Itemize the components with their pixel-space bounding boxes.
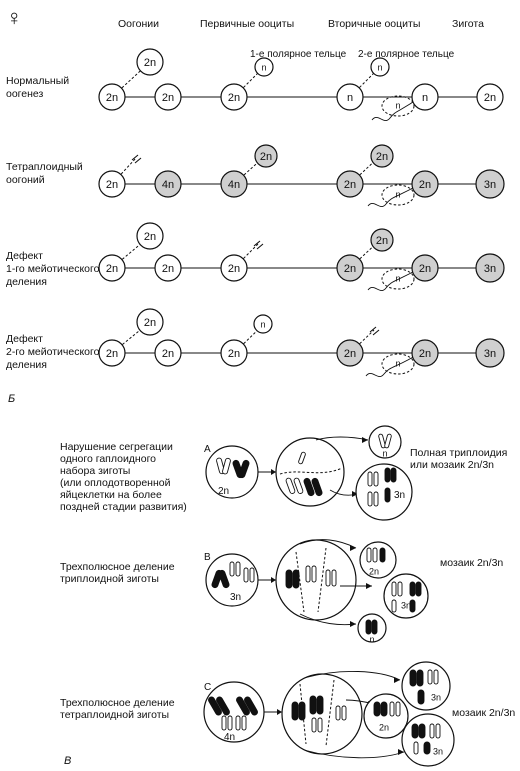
row-tetraploid: Тетраплоидный оогоний 2n 4n 4n 2n 2n 2n … (6, 144, 505, 208)
scenario-c: Трехполюсное деление тетраплоидной зигот… (60, 661, 515, 767)
section-v-label: В (64, 755, 71, 767)
row-defect-meiosis-1: Дефект 1-го мейотического деления 2n 2n … (6, 222, 505, 292)
cell-label: n (395, 273, 400, 283)
cell-label: 4n (228, 179, 240, 191)
header-primary-oocytes: Первичные ооциты (200, 18, 294, 30)
scenario-label: Трехполюсное деление (60, 561, 175, 573)
out-ploidy: n (369, 634, 374, 644)
cell-label: 2n (106, 348, 118, 360)
cell-label: 2n (144, 231, 156, 243)
header-secondary-oocytes: Вторичные ооциты (328, 18, 420, 30)
cell-label: 2n (419, 263, 431, 275)
female-symbol: ♀ (6, 5, 23, 30)
scenario-label: Нарушение сегрегации (60, 441, 173, 453)
cell-label: 2n (376, 235, 388, 247)
row-label: оогоний (6, 174, 45, 186)
result-label: Полная триплоидия (410, 447, 507, 459)
cell-label: n (377, 62, 382, 72)
cell-label: 2n (144, 317, 156, 329)
first-polar-body-label: 1-е полярное тельце (250, 49, 347, 60)
header-oogonia: Оогонии (118, 18, 159, 30)
scenario-label: яйцеклетки на более (60, 489, 162, 501)
row-defect-meiosis-2: Дефект 2-го мейотического деления 2n 2n … (6, 308, 505, 378)
row-label: деления (6, 276, 47, 288)
cell-label: 2n (260, 151, 272, 163)
out-ploidy: 3n (433, 746, 443, 756)
cell-label: 2n (419, 348, 431, 360)
cell-label: 2n (419, 179, 431, 191)
scenario-a: Нарушение сегрегации одного гаплоидного … (60, 425, 507, 521)
section-b-label: Б (8, 393, 15, 405)
cell-label: 2n (106, 92, 118, 104)
cell-label: 2n (228, 92, 240, 104)
cell-label: n (260, 319, 265, 329)
cell-label: 2n (106, 263, 118, 275)
row-label: оогенез (6, 88, 44, 100)
scenario-letter: C (204, 682, 211, 693)
row-label: 1-го мейотического (6, 263, 100, 275)
row-label: Дефект (6, 333, 43, 345)
cell-label: 2n (228, 348, 240, 360)
scenario-label: триплоидной зиготы (60, 573, 159, 585)
out-ploidy: n (382, 448, 387, 458)
cell-label: n (395, 358, 400, 368)
scenario-label: тетраплоидной зиготы (60, 709, 169, 721)
cell-label: 3n (484, 263, 496, 275)
start-ploidy: 3n (230, 592, 241, 603)
scenario-label: набора зиготы (60, 465, 130, 477)
row-label: деления (6, 359, 47, 371)
cell-label: 2n (344, 348, 356, 360)
cell-label: 2n (144, 57, 156, 69)
cell-label: 2n (228, 263, 240, 275)
result-label: или мозаик 2n/3n (410, 459, 494, 471)
scenario-label: (или оплодотворенной (60, 477, 171, 489)
row-label: Тетраплоидный (6, 161, 83, 173)
cell-label: n (261, 62, 266, 72)
cell-label: n (422, 92, 428, 104)
scenario-label: поздней стадии развития) (60, 501, 187, 513)
cell-label: 3n (484, 348, 496, 360)
header-zygote: Зигота (452, 18, 484, 30)
cell-label: 2n (344, 263, 356, 275)
scenario-label: Трехполюсное деление (60, 697, 175, 709)
cell-label: 2n (162, 348, 174, 360)
second-polar-body-label: 2-е полярное тельце (358, 49, 455, 60)
scenario-label: одного гаплоидного (60, 453, 156, 465)
row-label: Нормальный (6, 75, 69, 87)
row-label: Дефект (6, 250, 43, 262)
cell-label: n (395, 100, 400, 110)
cell-label: n (347, 92, 353, 104)
out-ploidy: 3n (394, 490, 405, 501)
out-ploidy: 2n (379, 722, 389, 732)
cell-label: 2n (106, 179, 118, 191)
cell-label: 2n (344, 179, 356, 191)
cell-label: 2n (376, 151, 388, 163)
cell-label: 2n (162, 92, 174, 104)
scenario-b: Трехполюсное деление триплоидной зиготы … (60, 539, 503, 644)
out-ploidy: 3n (401, 600, 411, 610)
out-ploidy: 3n (431, 692, 441, 702)
cell-label: 2n (484, 92, 496, 104)
start-ploidy: 2n (218, 486, 229, 497)
row-label: 2-го мейотического (6, 346, 100, 358)
result-label: мозаик 2n/3n (440, 557, 503, 569)
cell-label: 4n (162, 179, 174, 191)
cell-label: 3n (484, 179, 496, 191)
row-normal: Нормальный оогенез 1-е полярное тельце 2… (6, 48, 504, 122)
scenario-letter: B (204, 552, 211, 563)
scenario-letter: A (204, 444, 211, 455)
out-ploidy: 2n (369, 566, 379, 576)
cell-label: 2n (162, 263, 174, 275)
cell-label: n (395, 189, 400, 199)
result-label: мозаик 2n/3n (452, 707, 515, 719)
start-ploidy: 4n (224, 732, 235, 743)
